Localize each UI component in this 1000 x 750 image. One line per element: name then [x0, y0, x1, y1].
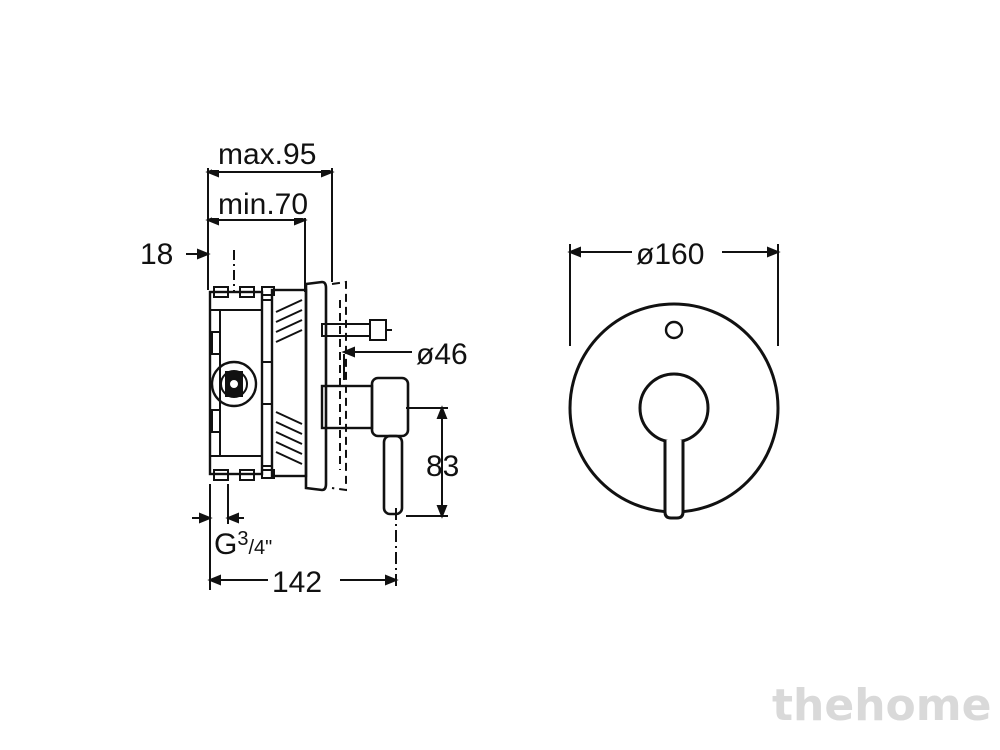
min-depth-label: min.70 — [218, 188, 308, 221]
handle-height-label: 83 — [426, 450, 459, 483]
offset-label: 18 — [140, 238, 173, 271]
handle-knob — [638, 372, 710, 444]
thread-numerator: 3 — [237, 528, 248, 550]
offset-dimension-line — [186, 248, 235, 292]
thread-denominator: /4" — [248, 537, 272, 559]
front-view — [567, 244, 781, 520]
lever — [663, 440, 685, 520]
thread-dimension — [192, 484, 244, 590]
side-view — [186, 166, 448, 590]
handle-diameter-leader — [341, 346, 412, 380]
cover-plate-profile — [304, 280, 328, 492]
handle-diameter-label: ø46 — [416, 338, 468, 371]
thread-main: G — [214, 528, 237, 561]
handle-height-dimension — [406, 405, 448, 519]
total-depth-label: 142 — [272, 566, 322, 599]
mounting-frame — [261, 286, 308, 479]
plate-diameter-label: ø160 — [636, 238, 704, 271]
valve-body — [208, 286, 264, 481]
plate-diameter-dimension-line — [567, 246, 781, 258]
lever-handle — [320, 376, 410, 516]
side-view-labels: max.95 min.70 18 ø46 83 G3/4" 142 — [140, 136, 468, 599]
thread-label: G3/4" — [214, 528, 272, 561]
diverter-pin — [321, 319, 392, 341]
watermark-logo: thehome — [772, 680, 991, 731]
max-depth-label: max.95 — [218, 138, 316, 171]
diverter-button — [664, 320, 684, 340]
